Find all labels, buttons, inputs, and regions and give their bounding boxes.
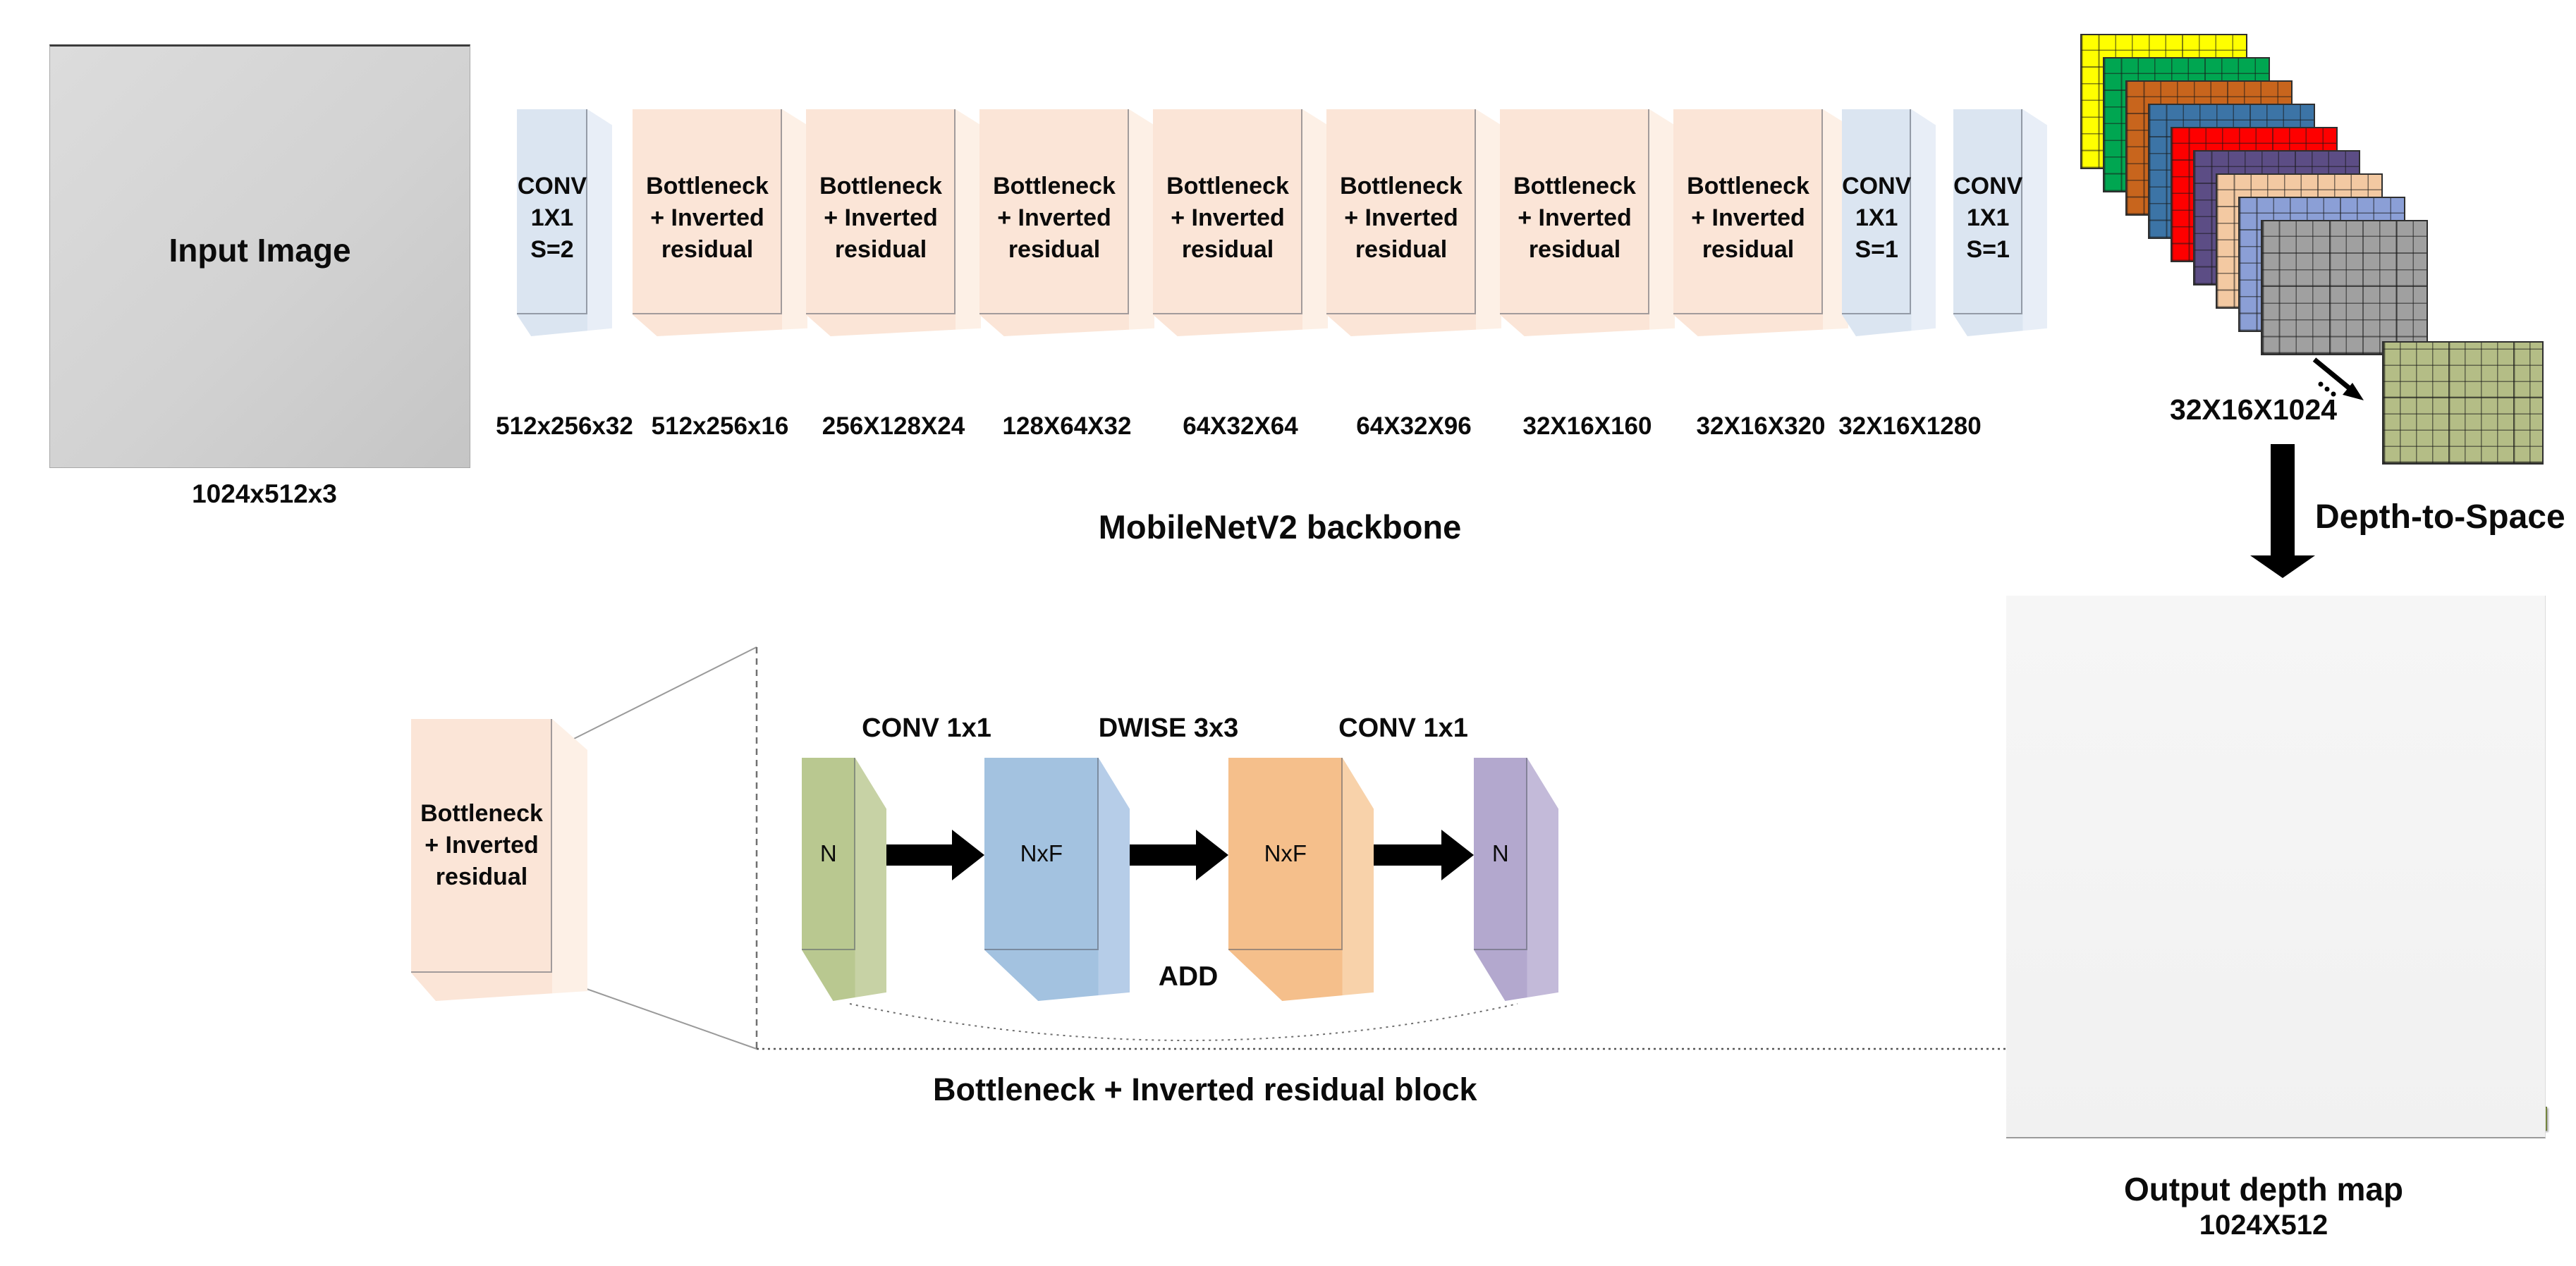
- backbone-block-caption-2: 256X128X24: [822, 412, 965, 440]
- residual-detail-title: Bottleneck + Inverted residual block: [933, 1071, 1477, 1107]
- feature-stack-front-grid: [2382, 341, 2544, 465]
- detail-flow-arrow-2: [1374, 830, 1474, 880]
- detail-node-2: NxF: [1228, 758, 1374, 1001]
- residual-detail-source-block-front-face: [411, 719, 552, 973]
- backbone-block-caption-4: 64X32X64: [1183, 412, 1298, 440]
- backbone-block-8-front-face: [1842, 109, 1912, 315]
- detail-node-1: NxF: [984, 758, 1130, 1001]
- detail-stage-label-2: CONV 1x1: [1338, 713, 1468, 743]
- backbone-block-9-front-face: [1953, 109, 2023, 315]
- detail-node-0-label: N: [819, 840, 837, 866]
- output-map-size-caption: 1024X512: [2199, 1210, 2328, 1241]
- backbone-block-5-front-face: [1326, 109, 1477, 315]
- backbone-block-caption-6: 32X16X160: [1522, 412, 1652, 440]
- backbone-block-caption-7: 32X16X320: [1696, 412, 1826, 440]
- detail-flow-arrow-0-shaft: [886, 844, 952, 866]
- detail-node-2-label: NxF: [1264, 840, 1307, 866]
- detail-flow-arrow-1: [1130, 830, 1228, 880]
- detail-stage-label-0: CONV 1x1: [862, 713, 991, 743]
- stack-arrow-dot: [2318, 381, 2324, 387]
- backbone-block-caption-8: 32X16X1280: [1838, 412, 1982, 440]
- residual-add-curve: [849, 1003, 1518, 1041]
- detail-node-2-front-face: [1228, 758, 1343, 950]
- input-image-block: Input Image: [49, 44, 470, 468]
- detail-flow-arrow-1-shaft: [1130, 844, 1196, 866]
- detail-node-0-front-face: [802, 758, 855, 950]
- detail-flow-arrow-2-head: [1441, 830, 1474, 880]
- input-image-label: Input Image: [169, 232, 351, 269]
- backbone-block-1-front-face: [633, 109, 783, 315]
- backbone-block-6-front-face: [1500, 109, 1650, 315]
- stack-to-front-arrowhead: [2343, 383, 2364, 400]
- residual-add-label: ADD: [1158, 961, 1219, 992]
- backbone-title: MobileNetV2 backbone: [1098, 508, 1462, 546]
- detail-node-3: N: [1474, 758, 1558, 1001]
- depth-to-space-arrow: [2271, 444, 2295, 555]
- detail-node-0: N: [802, 758, 886, 1001]
- input-image-size-caption: 1024x512x3: [192, 479, 337, 508]
- backbone-block-caption-0: 512x256x32: [496, 412, 633, 440]
- backbone-block-3-front-face: [979, 109, 1130, 315]
- stack-to-front-arrow: [2312, 357, 2356, 394]
- backbone-block-2-front-face: [806, 109, 956, 315]
- backbone-block-caption-1: 512x256x16: [651, 412, 789, 440]
- feature-stack-size-caption: 32X16X1024: [2169, 393, 2338, 426]
- detail-flow-arrow-1-head: [1196, 830, 1228, 880]
- output-depth-map-area: [2006, 596, 2546, 1138]
- stack-arrow-dot: [2331, 391, 2336, 397]
- detail-stage-label-1: DWISE 3x3: [1098, 713, 1239, 743]
- backbone-block-caption-5: 64X32X96: [1356, 412, 1472, 440]
- detail-node-3-label: N: [1491, 840, 1509, 866]
- depth-to-space-arrowhead: [2250, 555, 2315, 578]
- detail-node-3-front-face: [1474, 758, 1527, 950]
- detail-node-1-front-face: [984, 758, 1099, 950]
- feature-stack-layer-8: [2261, 220, 2428, 355]
- detail-flow-arrow-0-head: [952, 830, 984, 880]
- detail-flow-arrow-0: [886, 830, 984, 880]
- stack-arrow-dot: [2324, 386, 2330, 392]
- detail-flow-arrow-2-shaft: [1374, 844, 1441, 866]
- backbone-block-4-front-face: [1153, 109, 1303, 315]
- detail-node-1-label: NxF: [1020, 840, 1063, 866]
- backbone-block-caption-3: 128X64X32: [1002, 412, 1132, 440]
- backbone-block-0-front-face: [517, 109, 587, 315]
- depth-to-space-label: Depth-to-Space: [2315, 498, 2565, 536]
- expansion-line-top: [554, 646, 757, 749]
- output-map-title: Output depth map: [2123, 1171, 2404, 1207]
- backbone-block-7-front-face: [1673, 109, 1824, 315]
- expansion-line-bottom: [576, 985, 757, 1050]
